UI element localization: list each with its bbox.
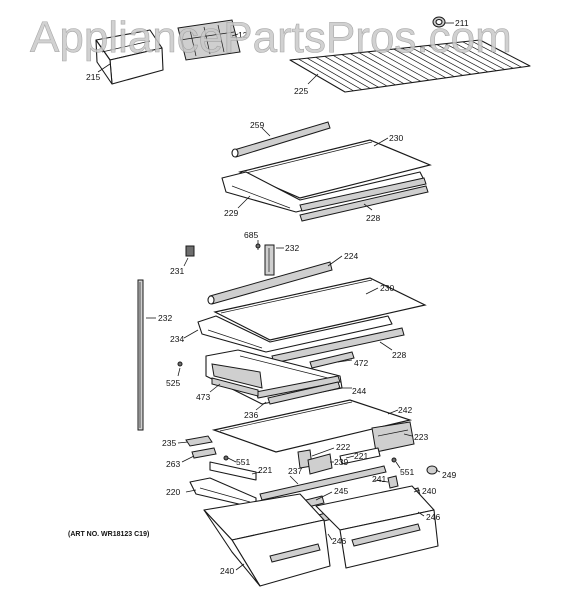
callout-472: 472 <box>354 358 368 368</box>
callout-235: 235 <box>162 438 176 448</box>
part-551-clip-right <box>391 457 397 463</box>
shelf-wire <box>341 54 396 86</box>
callout-685: 685 <box>244 230 258 240</box>
callout-239: 239 <box>334 457 348 467</box>
shelf-wire <box>324 56 379 88</box>
callout-246-left: 246 <box>332 536 346 546</box>
part-246-drawer-right <box>315 485 439 569</box>
leader-lines <box>97 22 454 571</box>
part-232-side-rail <box>137 279 144 431</box>
callout-232-side: 232 <box>158 313 172 323</box>
part-221-rail-right <box>339 447 381 465</box>
part-215-bin <box>95 29 164 85</box>
callout-234: 234 <box>170 334 184 344</box>
part-249-cap <box>426 465 438 475</box>
part-240-drawer-left <box>203 493 331 587</box>
callout-230-middle: 230 <box>380 283 394 293</box>
shelf-wire <box>436 44 489 73</box>
shelf-wire <box>419 46 472 75</box>
part-551-clip-left <box>223 455 229 461</box>
shelf-wire <box>358 52 413 83</box>
part-242-glass-lower <box>211 399 413 453</box>
part-237-trim <box>259 465 387 501</box>
callout-236: 236 <box>244 410 258 420</box>
callout-551-left: 551 <box>236 457 250 467</box>
callout-241: 241 <box>372 474 386 484</box>
callout-215: 215 <box>86 72 100 82</box>
part-235-support <box>185 435 213 447</box>
callout-259: 259 <box>250 120 264 130</box>
part-231-clip <box>185 245 195 257</box>
callout-551-right: 551 <box>400 467 414 477</box>
callout-242: 242 <box>398 405 412 415</box>
part-239-bracket <box>307 453 333 475</box>
callout-244: 244 <box>352 386 366 396</box>
callout-labels: 215 12 211 225 259 230 229 228 685 232 2… <box>86 18 469 576</box>
shelf-wire <box>307 57 362 90</box>
callout-249: 249 <box>442 470 456 480</box>
part-230-glass-middle <box>213 277 427 341</box>
callout-212: 12 <box>238 30 248 40</box>
part-232-bracket-center <box>264 244 275 276</box>
callout-228-upper: 228 <box>366 213 380 223</box>
part-472-slide <box>309 351 355 369</box>
callout-263: 263 <box>166 459 180 469</box>
part-229-frame-upper <box>221 171 427 213</box>
callout-230-upper: 230 <box>389 133 403 143</box>
part-473-slide <box>211 377 259 397</box>
part-685-screw <box>255 240 261 250</box>
part-212-ice-tray <box>177 19 241 61</box>
part-221-rail-left <box>209 461 257 481</box>
art-number: (ART NO. WR18123 C19) <box>68 531 149 538</box>
callout-240-drawer: 240 <box>220 566 234 576</box>
callout-237: 237 <box>288 466 302 476</box>
shelf-wire <box>298 58 354 92</box>
shelf-wire <box>428 45 480 74</box>
shelf-wire <box>393 48 447 79</box>
shelf-wire <box>445 43 497 72</box>
callout-229: 229 <box>224 208 238 218</box>
part-241-bracket <box>387 475 399 489</box>
callout-228-middle: 228 <box>392 350 406 360</box>
part-225-wire-shelf <box>289 39 531 93</box>
shelf-wire <box>367 51 421 82</box>
watermark: AppliancePartsPros.com <box>30 13 512 62</box>
shelf-wire <box>350 53 405 85</box>
callout-221-right: 221 <box>354 451 368 461</box>
callout-221-left: 221 <box>258 465 272 475</box>
shelf-wire <box>410 46 463 76</box>
callout-220: 220 <box>166 487 180 497</box>
callout-222: 222 <box>336 442 350 452</box>
shelf-wire <box>333 55 388 87</box>
callout-245: 245 <box>334 486 348 496</box>
part-223-rail <box>371 421 415 453</box>
part-259-trim <box>231 121 331 158</box>
callout-231: 231 <box>170 266 184 276</box>
callout-473: 473 <box>196 392 210 402</box>
part-211-knob <box>432 16 446 28</box>
callout-240-trim: 240 <box>422 486 436 496</box>
part-234-frame-middle <box>197 315 393 353</box>
shelf-wire <box>453 42 505 70</box>
callout-525: 525 <box>166 378 180 388</box>
callout-223: 223 <box>414 432 428 442</box>
shelf-wire <box>376 50 430 81</box>
shelf-wire <box>462 41 514 69</box>
shelf-wire <box>471 40 522 68</box>
callout-224: 224 <box>344 251 358 261</box>
part-224-trim <box>207 261 333 305</box>
callout-225: 225 <box>294 86 308 96</box>
shelf-wire <box>315 56 371 89</box>
callout-211: 211 <box>455 18 469 28</box>
callout-246-right: 246 <box>426 512 440 522</box>
shelf-wire <box>384 49 438 80</box>
part-263-support <box>191 447 217 459</box>
part-525-screw <box>177 361 183 367</box>
callout-232-center: 232 <box>285 243 299 253</box>
shelf-wire <box>402 47 455 77</box>
part-228-rail-upper <box>299 185 429 222</box>
